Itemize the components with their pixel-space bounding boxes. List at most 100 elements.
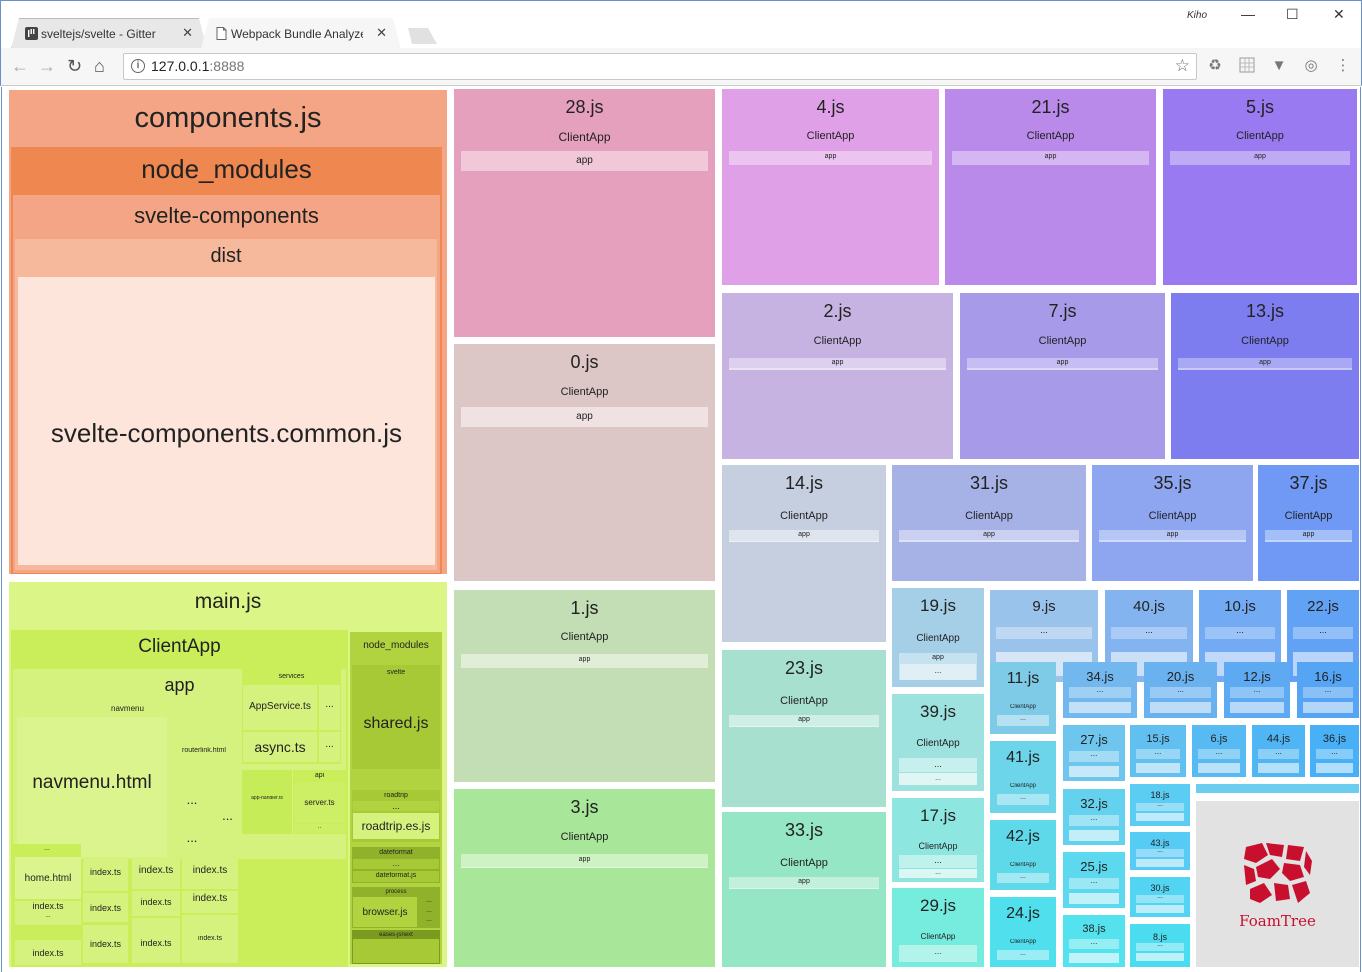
treemap-node-clientapp[interactable]: ClientAppappdispatchsearch.htmlmodal.htm… (1166, 125, 1354, 282)
treemap-node-navmenu-html[interactable]: navmenu.html (17, 717, 167, 857)
treemap-node-app[interactable]: appdispatchsearch.htmlmodal.html (1170, 151, 1350, 165)
treemap-node-clientapp[interactable]: ClientApp... (993, 858, 1053, 886)
treemap-node-unnamed[interactable]: ... (899, 773, 977, 785)
treemap-node-unnamed[interactable]: ... (1303, 687, 1353, 698)
treemap-node-unnamed[interactable]: ... (353, 801, 439, 811)
tab-webpack-bundle-analyzer[interactable]: Webpack Bundle Analyzer ✕ (201, 18, 401, 49)
info-icon[interactable]: i (131, 59, 145, 73)
treemap-node-unnamed[interactable]: ... (319, 685, 340, 730)
treemap-node-unnamed[interactable] (1150, 702, 1211, 713)
treemap-node-index-ts[interactable]: index.ts (182, 891, 238, 913)
back-icon[interactable]: ← (11, 56, 29, 76)
treemap-node-app[interactable]: appdispatchedit.htmlroutes.htmldetails.h… (461, 407, 708, 427)
treemap-node-clientapp[interactable]: ClientAppappdeliveryorderdelivery-order.… (456, 125, 713, 335)
treemap-node-app[interactable]: app...search.html (729, 530, 879, 542)
maximize-icon[interactable]: ☐ (1286, 6, 1299, 22)
treemap-node-unnamed[interactable]: ... (996, 627, 1092, 639)
treemap-node-clientapp[interactable]: ClientApp... (993, 935, 1053, 963)
treemap-node-eases-jsnext[interactable]: eases-jsnext (352, 930, 440, 964)
treemap-node-app[interactable]: app...edit.html...details.html (729, 358, 946, 370)
treemap-node-38-js[interactable]: 38.js... (1063, 915, 1125, 967)
treemap-node-unnamed[interactable] (1136, 905, 1184, 913)
treemap-node-app[interactable]: appinvoicesearch.htmlmodal.htmlinvoice.h… (461, 654, 708, 668)
treemap-node-clientapp[interactable]: ClientAppappinvoicesearch.htmlmodal.html… (456, 626, 713, 780)
treemap-node-shared-js[interactable]: shared.js (353, 679, 439, 767)
profile-name[interactable]: Kiho (1187, 10, 1208, 21)
treemap-node-unnamed[interactable]: ...search.html (729, 726, 879, 727)
treemap-node-unnamed[interactable]: ... (419, 907, 439, 915)
treemap-node-unnamed[interactable] (1258, 763, 1299, 773)
treemap-node-unnamed[interactable]: ... (1258, 749, 1299, 759)
reload-icon[interactable]: ↻ (67, 56, 83, 76)
treemap-node-index-ts[interactable]: index.ts (182, 915, 238, 963)
treemap-node-unnamed[interactable]: ...edit.html (1099, 540, 1246, 542)
treemap-node-appservice-ts[interactable]: AppService.ts (243, 685, 317, 730)
treemap-node-1-js[interactable]: 1.jsClientAppappinvoicesearch.htmlmodal.… (454, 590, 715, 782)
treemap-node-unnamed[interactable]: ...search.html (729, 541, 879, 542)
treemap-node-unnamed[interactable]: ... (169, 783, 215, 819)
close-icon[interactable]: ✕ (376, 25, 387, 40)
treemap-node-unnamed[interactable]: ... (319, 732, 340, 762)
treemap-node-unnamed[interactable]: ... (419, 897, 439, 906)
vee-icon[interactable]: ▼ (1271, 57, 1287, 74)
treemap-node-server-ts[interactable]: server.ts (294, 782, 345, 823)
treemap-node-unnamed[interactable]: ... (899, 855, 977, 868)
treemap-node-app[interactable]: app...counter.html (729, 877, 879, 889)
treemap-node-index-ts[interactable]: index.ts (83, 925, 128, 963)
treemap-node-index-ts[interactable]: index.ts (15, 940, 81, 965)
treemap-node-unnamed[interactable] (1069, 830, 1119, 841)
treemap-node-unnamed[interactable] (1069, 766, 1119, 777)
treemap-node-unnamed[interactable] (353, 939, 439, 963)
treemap-node-unnamed[interactable]: ...search.htmlmodal.html... (461, 867, 707, 868)
treemap-node-browser-js[interactable]: browser.js (353, 897, 417, 927)
close-icon[interactable]: ✕ (182, 25, 193, 40)
treemap-node-43-js[interactable]: 43.js... (1130, 832, 1190, 870)
treemap-node-unnamed[interactable] (1136, 763, 1180, 773)
treemap-node-unnamed[interactable]: ...counter.html (729, 888, 879, 889)
treemap-node-app-handler-ts[interactable]: app-handler.ts (242, 770, 292, 834)
treemap-node-12-js[interactable]: 12.js... (1224, 662, 1290, 718)
treemap-node-app[interactable]: appdeliveryorderdelivery-order.html (461, 151, 708, 171)
treemap-node-unnamed[interactable]: ...edit.html (1265, 540, 1352, 542)
treemap-node-20-js[interactable]: 20.js... (1144, 662, 1217, 718)
treemap-node-8-js[interactable]: 8.js... (1130, 924, 1190, 967)
treemap-node-unnamed[interactable] (1136, 813, 1184, 821)
bookmark-star-icon[interactable]: ☆ (1174, 56, 1190, 75)
treemap-node-34-js[interactable]: 34.js... (1063, 662, 1137, 718)
treemap-node-unnamed[interactable]: ... (899, 758, 977, 772)
treemap-node-30-js[interactable]: 30.js... (1130, 877, 1190, 917)
treemap-node-unnamed[interactable] (1069, 953, 1119, 963)
treemap-node-unnamed[interactable]: ... (997, 873, 1049, 883)
treemap-node-27-js[interactable]: 27.js... (1063, 725, 1125, 781)
treemap-node-unnamed[interactable]: ... (900, 664, 976, 680)
treemap-node-clientapp[interactable]: ClientApp... (895, 927, 981, 965)
treemap-node-unnamed[interactable]: ... (419, 916, 439, 924)
recycle-icon[interactable]: ♻ (1208, 57, 1222, 74)
spinner-icon[interactable]: ◎ (1304, 57, 1318, 74)
treemap-node-unnamed[interactable] (1069, 893, 1119, 904)
treemap-node-clientapp[interactable]: ClientApp... (993, 779, 1053, 809)
treemap-node-index-ts[interactable]: index.ts (83, 893, 128, 922)
treemap-node-unnamed[interactable]: ... (997, 715, 1049, 726)
treemap-node-16-js[interactable]: 16.js... (1297, 662, 1359, 718)
treemap-node-2-js[interactable]: 2.jsClientAppapp...edit.html...details.h… (722, 293, 953, 459)
treemap-node-unnamed[interactable]: ... (353, 859, 439, 869)
treemap-node-clientapp[interactable]: ClientApp...... (895, 835, 981, 880)
treemap-node-unnamed[interactable]: ... (419, 925, 439, 928)
